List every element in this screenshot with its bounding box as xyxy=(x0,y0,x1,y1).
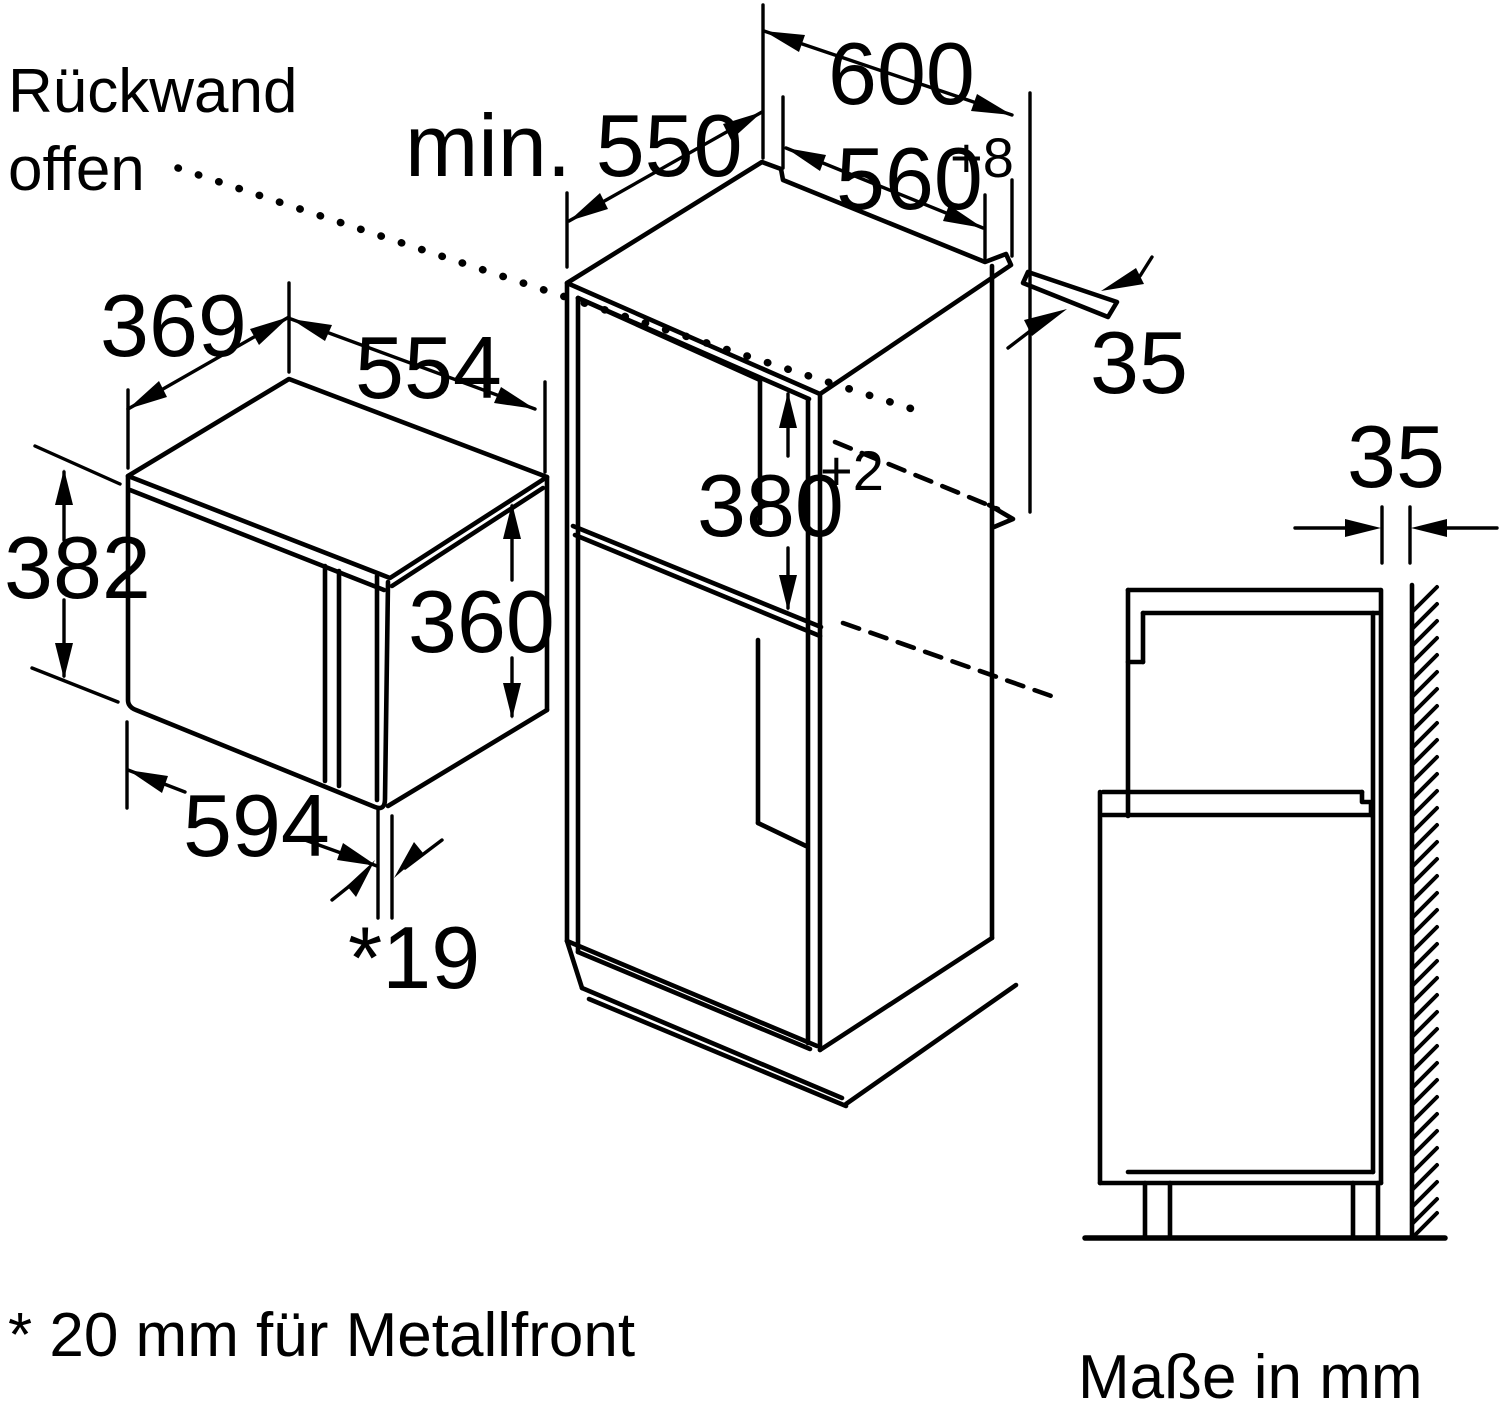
back-wall-note-line1: Rückwand xyxy=(8,57,297,126)
dim-label-mw-height: 382 xyxy=(4,518,151,617)
labels: Rückwand offen min. 550 600 560 +8 35 36… xyxy=(4,24,1445,1402)
dim-label-wall-gap: 35 xyxy=(1347,407,1445,506)
dim-label-mw-width-front: 594 xyxy=(183,776,330,875)
dim-label-door-projection: *19 xyxy=(348,908,480,1007)
dim-label-mw-width-top: 554 xyxy=(355,318,502,417)
back-wall-note-line2: offen xyxy=(8,135,145,204)
dim-label-niche-height: 380 xyxy=(697,456,844,555)
footnote-metal-front: * 20 mm für Metallfront xyxy=(8,1301,635,1370)
drawing-lines xyxy=(125,159,1448,1241)
cabinet-outline xyxy=(564,159,1120,1109)
dim-label-mw-body-height: 360 xyxy=(408,572,555,671)
dim-label-rear-strip: 35 xyxy=(1090,313,1188,412)
dim-label-mw-depth: 369 xyxy=(100,276,247,375)
dim-label-niche-width: 560 xyxy=(836,129,983,228)
shelf-hidden-arrowhead xyxy=(986,502,1016,530)
wall-section xyxy=(1409,582,1439,1241)
dim-label-niche-depth: min. 550 xyxy=(405,96,743,195)
dim-label-niche-width-tolerance: +8 xyxy=(950,126,1014,189)
side-view-outline xyxy=(1097,587,1384,1240)
arrowheads xyxy=(55,31,1447,897)
microwave-outline xyxy=(125,376,550,811)
dim-label-niche-height-tolerance: +2 xyxy=(820,439,884,502)
footnote-units: Maße in mm xyxy=(1078,1343,1422,1402)
shelf-hidden-lines xyxy=(832,439,1060,701)
dim-label-cabinet-width: 600 xyxy=(828,24,975,123)
